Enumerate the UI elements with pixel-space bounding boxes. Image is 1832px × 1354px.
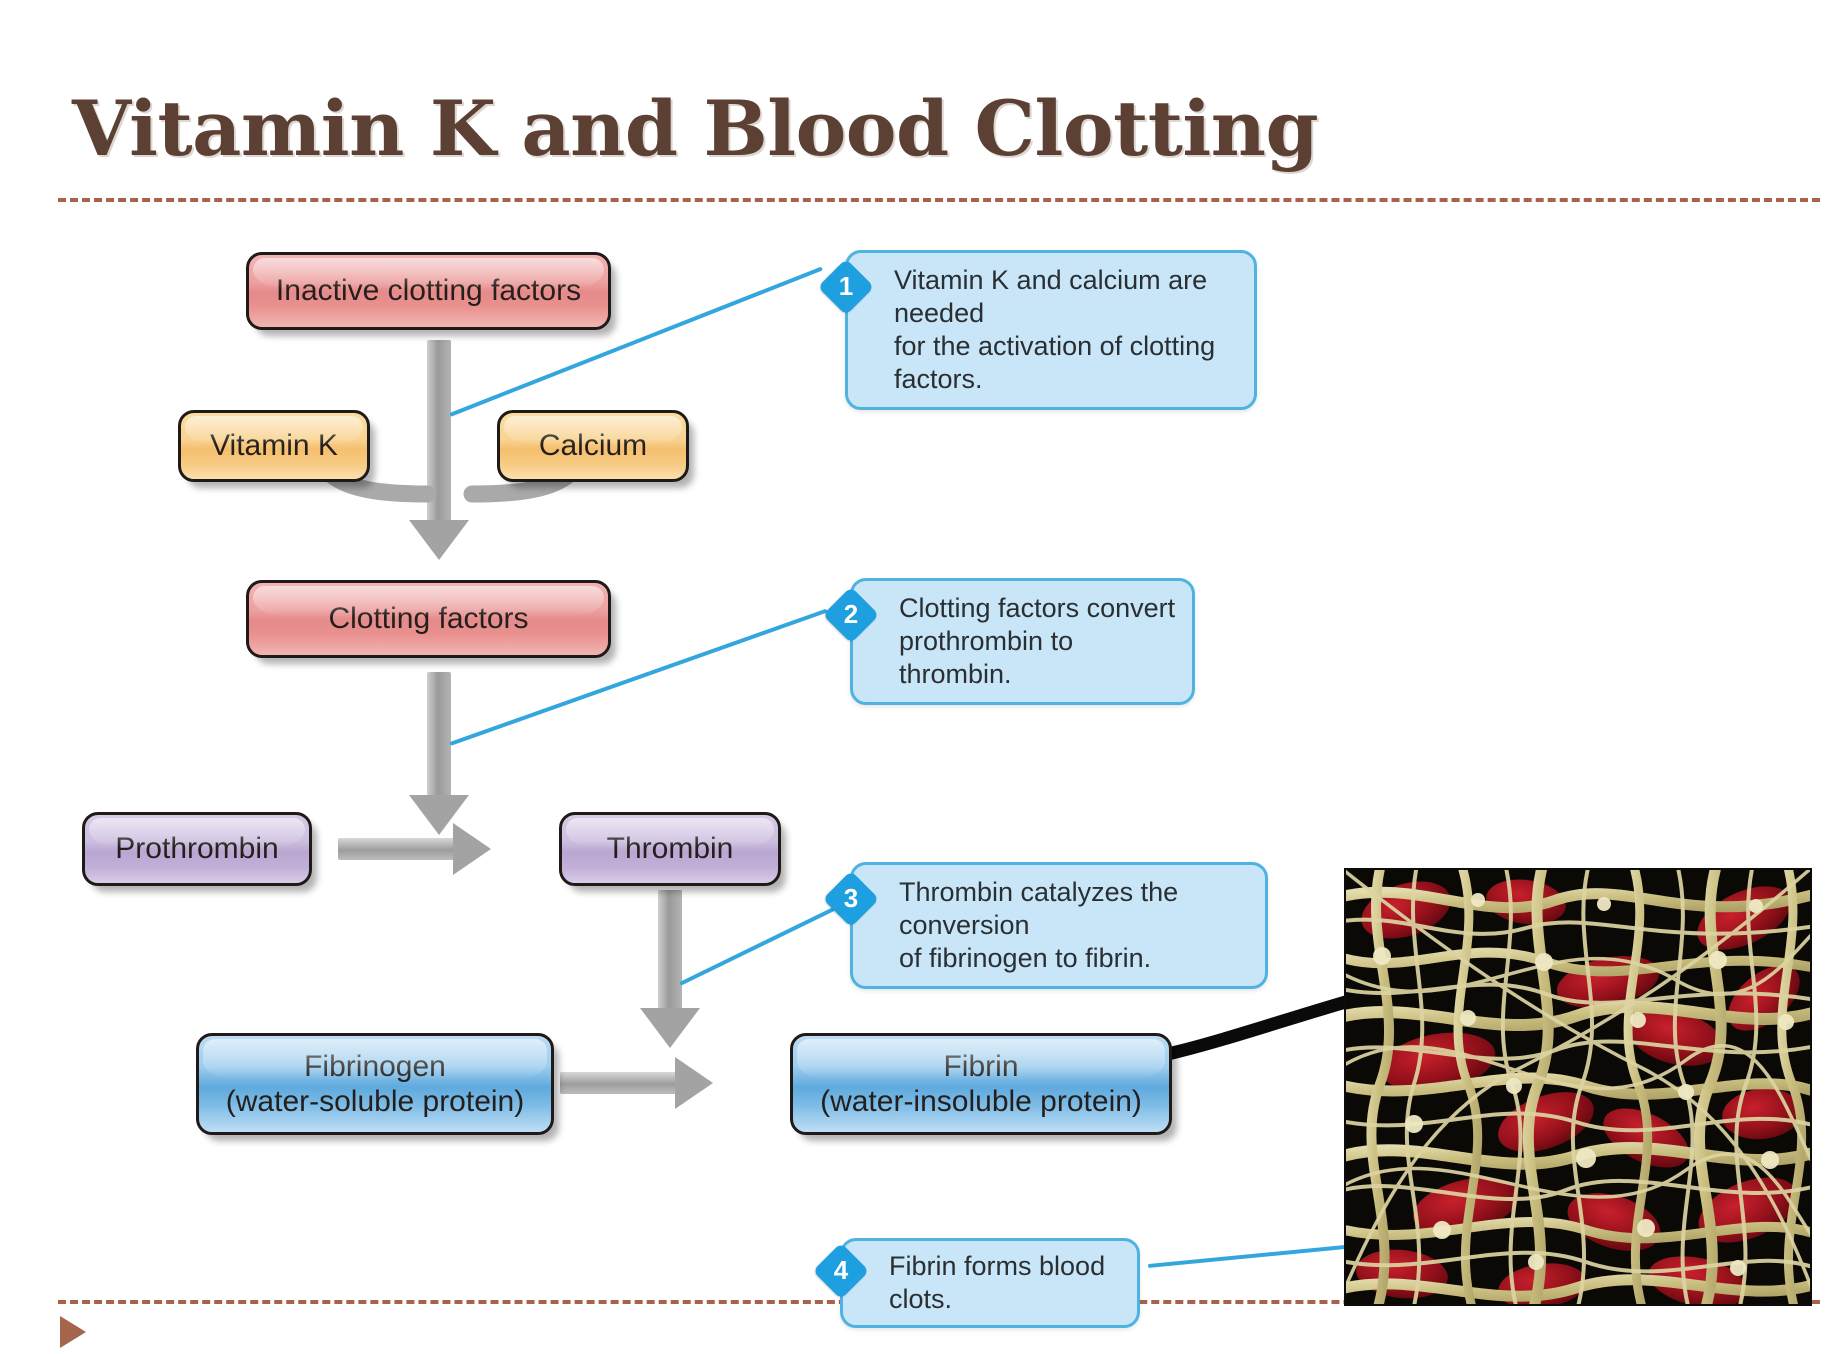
box-label-line1: Fibrin xyxy=(943,1049,1019,1083)
callout-text-line1: Clotting factors convert xyxy=(899,593,1176,623)
arrow-head-fibrinogen-to-fibrin xyxy=(675,1057,713,1109)
callout-1[interactable]: 1 Vitamin K and calcium are needed for t… xyxy=(817,250,1257,410)
box-prothrombin[interactable]: Prothrombin xyxy=(82,812,312,886)
callout-number-2: 2 xyxy=(843,599,859,630)
box-label: Prothrombin xyxy=(115,832,279,866)
arrow-shaft-thrombin-to-fibrin xyxy=(658,890,682,1015)
box-label: Clotting factors xyxy=(328,602,529,636)
arrow-shaft-prothrombin-to-thrombin xyxy=(338,838,458,860)
bullet-triangle-icon xyxy=(60,1316,86,1348)
callout-text-line1: Vitamin K and calcium are needed xyxy=(894,265,1208,328)
callout-number-1: 1 xyxy=(838,271,854,302)
callout-text-line1: Fibrin forms blood clots. xyxy=(889,1251,1106,1314)
callout-number-badge-2: 2 xyxy=(822,586,880,644)
box-inactive-clotting-factors[interactable]: Inactive clotting factors xyxy=(246,252,611,330)
box-fibrinogen[interactable]: Fibrinogen (water-soluble protein) xyxy=(196,1033,554,1135)
arrow-head-thrombin-to-fibrin xyxy=(640,1008,700,1048)
callout-number-4: 4 xyxy=(833,1255,849,1286)
page-title: Vitamin K and Blood Clotting xyxy=(72,84,1319,173)
callout-number-3: 3 xyxy=(843,883,859,914)
callout-number-badge-3: 3 xyxy=(822,870,880,928)
box-label-line2: (water-soluble protein) xyxy=(225,1085,525,1118)
box-calcium[interactable]: Calcium xyxy=(497,410,689,482)
callout-2[interactable]: 2 Clotting factors convert prothrombin t… xyxy=(822,578,1195,705)
box-vitamin-k[interactable]: Vitamin K xyxy=(178,410,370,482)
box-label: Thrombin xyxy=(606,832,734,866)
box-fibrin[interactable]: Fibrin (water-insoluble protein) xyxy=(790,1033,1172,1135)
callout-text-line2: for the activation of clotting factors. xyxy=(894,330,1216,394)
title-divider-top xyxy=(58,198,1820,202)
box-label-line1: Fibrinogen xyxy=(304,1049,446,1083)
callout-4[interactable]: 4 Fibrin forms blood clots. xyxy=(812,1238,1140,1328)
callout-3[interactable]: 3 Thrombin catalyzes the conversion of f… xyxy=(822,862,1268,989)
box-label: Vitamin K xyxy=(210,429,338,463)
arrow-head-prothrombin-to-thrombin xyxy=(453,823,491,875)
callout-number-badge-1: 1 xyxy=(817,258,875,316)
callout-text-line2: prothrombin to thrombin. xyxy=(899,625,1074,689)
fibrin-mesh-illustration xyxy=(1346,870,1810,1304)
box-label: Calcium xyxy=(538,429,648,463)
arrow-head-inactive-to-clotting xyxy=(409,520,469,560)
callout-text-line2: of fibrinogen to fibrin. xyxy=(899,942,1152,973)
fibrin-mesh-micrograph xyxy=(1344,868,1812,1306)
arrow-shaft-fibrinogen-to-fibrin xyxy=(560,1072,680,1094)
callout-text-line1: Thrombin catalyzes the conversion xyxy=(899,877,1179,940)
box-thrombin[interactable]: Thrombin xyxy=(559,812,781,886)
box-label: Inactive clotting factors xyxy=(275,274,582,308)
arrow-shaft-clotting-to-thrombin xyxy=(427,672,451,802)
box-label-line2: (water-insoluble protein) xyxy=(820,1085,1142,1118)
callout-number-badge-4: 4 xyxy=(812,1242,870,1300)
box-clotting-factors[interactable]: Clotting factors xyxy=(246,580,611,658)
